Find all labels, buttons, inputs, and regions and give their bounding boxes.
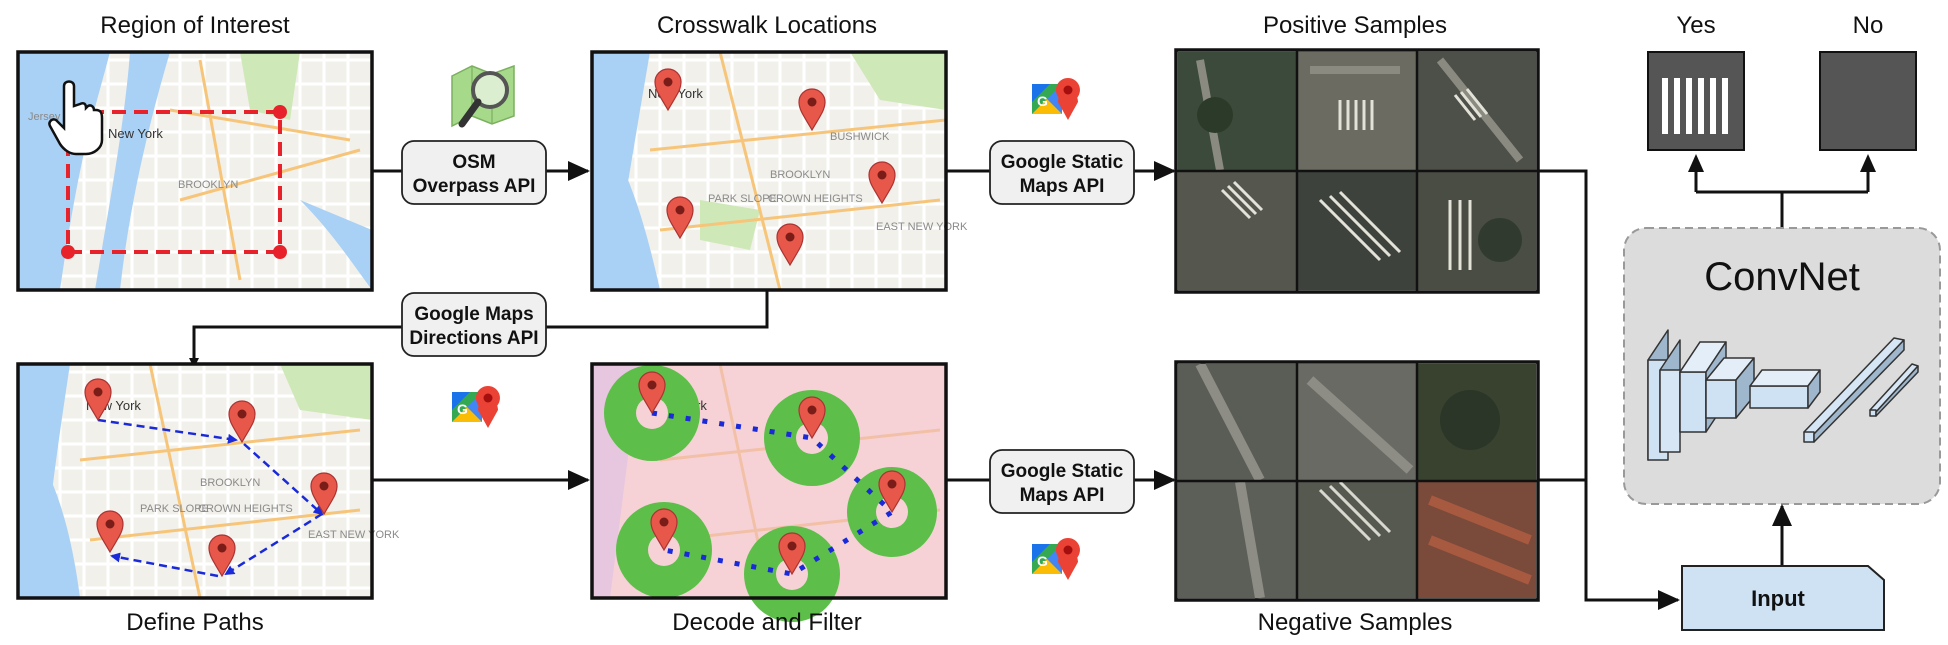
- park-slope-label: PARK SLOPE: [140, 503, 209, 515]
- static-bottom-line1: Google Static: [1001, 461, 1124, 482]
- osm-magnifier-icon: [451, 64, 515, 128]
- static-top-line2: Maps API: [1020, 176, 1105, 197]
- roi-corner-point: [61, 245, 75, 259]
- google-maps-icon: [1032, 538, 1080, 580]
- new-york-label: New York: [108, 126, 163, 141]
- east-new-york-label: EAST NEW YORK: [308, 529, 400, 541]
- crosswalk-stripes-icon: [1662, 78, 1728, 134]
- osm-label-line2: Overpass API: [413, 176, 536, 197]
- cnn-architecture-icon: [1647, 329, 1919, 461]
- yes-output-box: [1647, 51, 1745, 151]
- yes-label: Yes: [1676, 12, 1715, 39]
- no-label: No: [1853, 12, 1884, 39]
- convnet-title: ConvNet: [1704, 255, 1860, 299]
- positive-sample-tile: [1178, 52, 1296, 170]
- positive-sample-tile: [1178, 172, 1296, 290]
- roi-corner-point: [273, 245, 287, 259]
- osm-label-line1: OSM: [452, 152, 495, 173]
- crosswalk-locations-title: Crosswalk Locations: [657, 12, 877, 39]
- input-label: Input: [1751, 586, 1805, 611]
- decode-filter-title: Decode and Filter: [672, 609, 861, 636]
- arrow-to-no: [1860, 154, 1876, 172]
- bushwick-label: BUSHWICK: [830, 131, 890, 143]
- negative-samples-title: Negative Samples: [1258, 609, 1453, 636]
- google-static-maps-api-box-bottom: Google Static Maps API: [989, 449, 1135, 514]
- google-static-maps-api-box-top: Google Static Maps API: [989, 140, 1135, 205]
- east-new-york-label: EAST NEW YORK: [876, 221, 968, 233]
- crown-heights-label: CROWN HEIGHTS: [198, 503, 293, 515]
- crown-heights-label: CROWN HEIGHTS: [768, 193, 863, 205]
- directions-line2: Directions API: [409, 328, 538, 349]
- arrow-to-yes: [1688, 154, 1704, 172]
- decode-filter-map: New York: [590, 362, 948, 622]
- hand-pointer-icon: [48, 80, 104, 156]
- path-dashed-route: [97, 418, 324, 578]
- no-output-box: [1819, 51, 1917, 151]
- crosswalk-map: New York BUSHWICK BROOKLYN PARK SLOPE CR…: [590, 50, 968, 292]
- arrow-samples-to-input: [1538, 169, 1680, 610]
- negative-sample-tile: [1178, 482, 1296, 598]
- static-bottom-line2: Maps API: [1020, 485, 1105, 506]
- region-of-interest-title: Region of Interest: [100, 12, 290, 39]
- directions-line1: Google Maps: [414, 304, 533, 325]
- osm-overpass-api-box: OSM Overpass API: [401, 140, 547, 205]
- negative-samples-grid: [1174, 360, 1540, 602]
- google-maps-icon: [1032, 78, 1080, 120]
- input-box: Input: [1681, 565, 1885, 631]
- negative-sample-tile: [1178, 364, 1296, 480]
- define-paths-map: New York BROOKLYN PARK SLOPE CROWN HEIGH…: [16, 362, 400, 600]
- static-top-line1: Google Static: [1001, 152, 1124, 173]
- park-slope-label: PARK SLOPE: [708, 193, 777, 205]
- convnet-box: ConvNet: [1623, 227, 1941, 505]
- define-paths-title: Define Paths: [126, 609, 263, 636]
- brooklyn-label: BROOKLYN: [200, 477, 260, 489]
- negative-sample-tile: [1298, 482, 1416, 598]
- brooklyn-label: BROOKLYN: [770, 169, 830, 181]
- positive-samples-title: Positive Samples: [1263, 12, 1447, 39]
- google-maps-directions-api-box: Google Maps Directions API: [401, 292, 547, 357]
- google-maps-icon: [452, 386, 500, 428]
- brooklyn-label: BROOKLYN: [178, 179, 238, 191]
- region-map: Jersey City New York BROOKLYN: [16, 50, 374, 292]
- roi-corner-point: [273, 105, 287, 119]
- positive-sample-tile: [1298, 172, 1416, 290]
- positive-samples-grid: [1174, 48, 1540, 294]
